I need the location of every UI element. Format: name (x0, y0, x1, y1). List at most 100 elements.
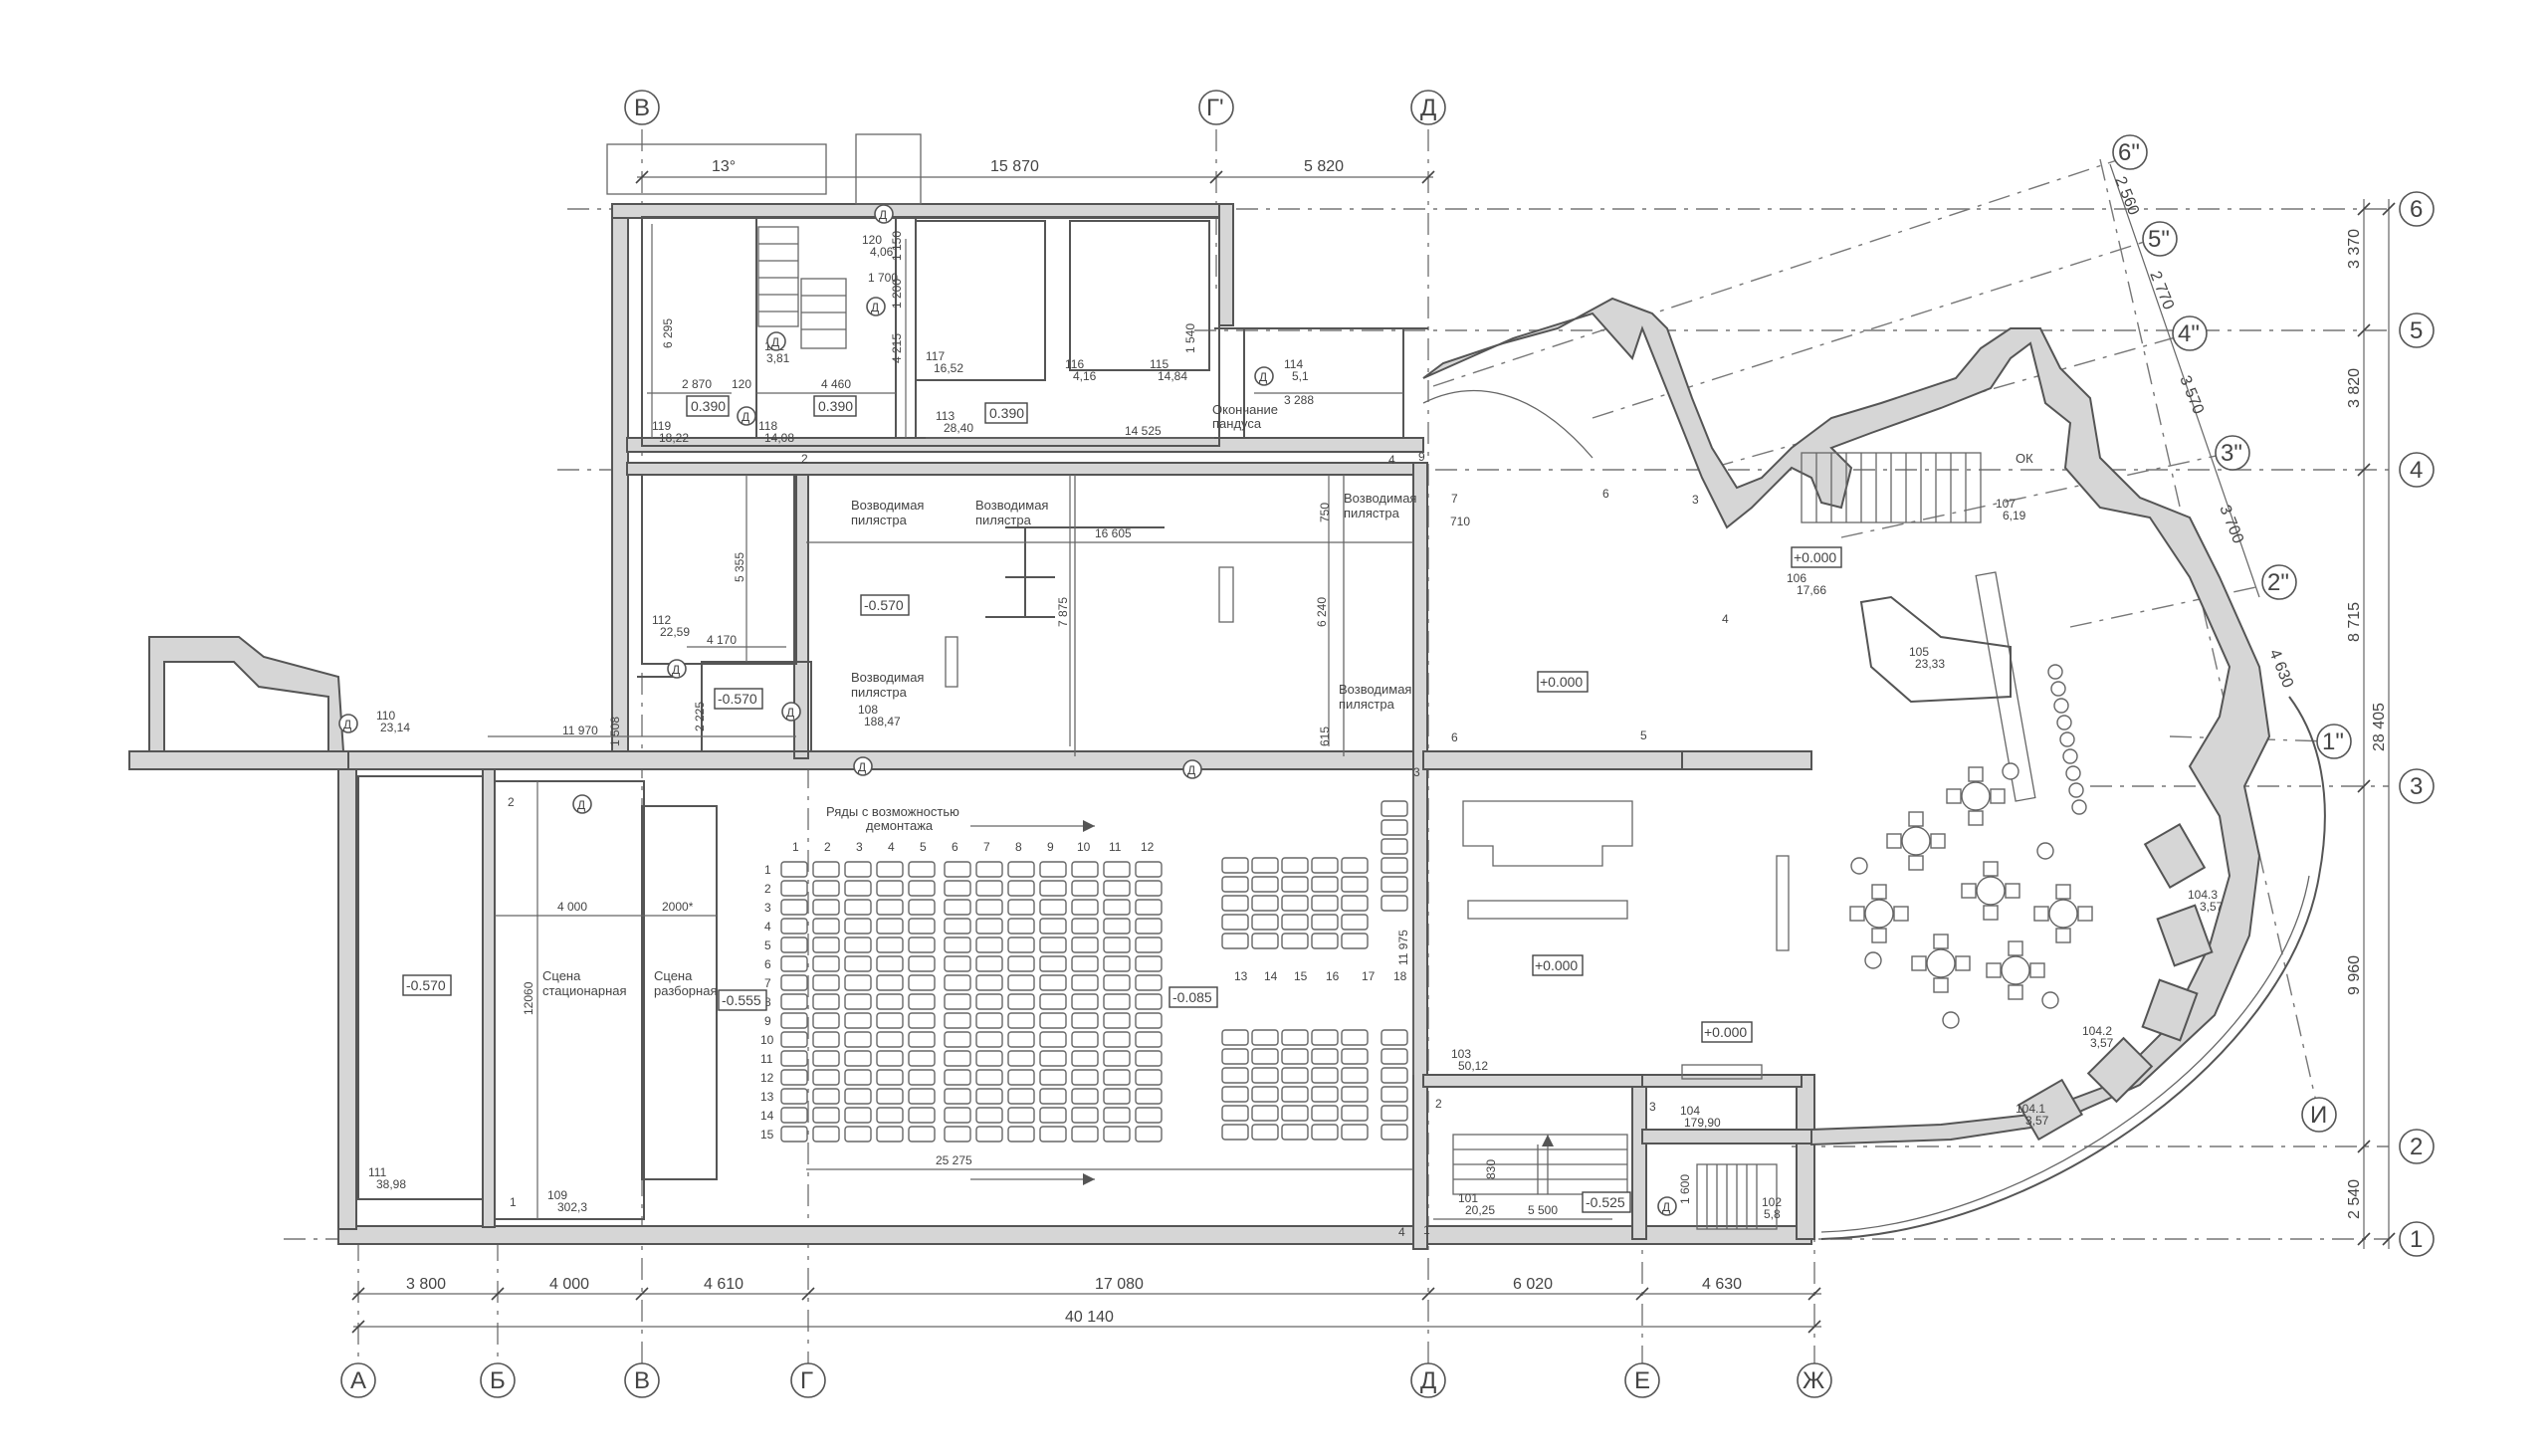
seat (812, 1088, 840, 1105)
seat-side (1251, 895, 1279, 912)
seat-side (1311, 1105, 1339, 1122)
svg-text:Возводимая: Возводимая (975, 498, 1048, 513)
svg-text:14,84: 14,84 (1158, 369, 1187, 383)
dim-16605: 16 605 (1095, 526, 1132, 540)
seat (812, 880, 840, 897)
seat-side (1341, 1067, 1369, 1084)
door-mark: Д (338, 714, 358, 733)
seat (975, 955, 1003, 972)
svg-text:5,1: 5,1 (1292, 369, 1309, 383)
seat (780, 880, 808, 897)
seat (812, 1126, 840, 1143)
seat (1007, 1126, 1035, 1143)
seat-side (1311, 857, 1339, 874)
svg-text:109: 109 (547, 1188, 567, 1202)
seat (1103, 1012, 1131, 1029)
svg-text:Д: Д (1662, 1200, 1670, 1214)
marker-5: 5 (1640, 728, 1647, 742)
dim-830: 830 (1484, 1159, 1498, 1179)
dim-radial-5: 4 630 (2265, 647, 2296, 691)
west-entry-wall (148, 636, 345, 752)
seat-side (1311, 1067, 1339, 1084)
door-mark: Д (766, 331, 786, 351)
axis-bubble-3: 3 (2399, 768, 2435, 804)
dim-6295: 6 295 (661, 318, 675, 348)
seat-row-labels: 1 2 3 4 5 6 7 8 9 10 11 12 13 14 15 (760, 863, 774, 1142)
svg-text:188,47: 188,47 (864, 715, 901, 728)
axis-bubble-1pp: 1" (2316, 724, 2352, 759)
room-105-block (1859, 595, 2012, 704)
seat (876, 1088, 904, 1105)
marker-7: 7 (1451, 492, 1458, 506)
lobby-bench (1681, 1064, 1763, 1080)
seat-side (1251, 857, 1279, 874)
svg-text:104: 104 (1680, 1104, 1700, 1118)
seat (1039, 899, 1067, 916)
dim-615: 615 (1318, 727, 1332, 746)
marker-1: 1 (1423, 1223, 1430, 1237)
seat (1135, 1012, 1163, 1029)
seat (780, 899, 808, 916)
axis-bubbles-bottom: А Б В Г Д Е Ж (340, 1362, 1832, 1398)
seat-side (1221, 914, 1249, 931)
seat-row-9: 9 (764, 1014, 771, 1028)
dim-radial-4: 3 700 (2216, 503, 2246, 546)
seat (908, 861, 936, 878)
dim-3288: 3 288 (1284, 393, 1314, 407)
seat (1135, 1031, 1163, 1048)
seat (975, 918, 1003, 935)
dims-inner: 6 295 2 870 4 460 4 215 1 200 1 150 1 70… (522, 231, 1692, 1217)
axis-bubble-v: В (624, 1362, 660, 1398)
wall-bar-south (1641, 1129, 1822, 1144)
backstage (357, 775, 484, 1200)
seat (944, 955, 971, 972)
svg-text:Д: Д (858, 760, 866, 774)
room-116-block (1069, 220, 1210, 371)
seat (1039, 955, 1067, 972)
svg-text:Сцена: Сцена (542, 968, 581, 983)
auditorium-seats (780, 800, 1408, 1143)
cafe-stool (1864, 951, 1882, 969)
svg-text:5: 5 (2410, 317, 2423, 344)
seat-side (1221, 1086, 1249, 1103)
seat-col-15: 15 (1294, 969, 1308, 983)
seat-side (1341, 857, 1369, 874)
seat (812, 955, 840, 972)
seat (1135, 993, 1163, 1010)
bar-rail (1776, 855, 1790, 951)
seat (876, 1069, 904, 1086)
seat (1071, 993, 1099, 1010)
room-104-2: 104.23,57 (2082, 1024, 2114, 1050)
svg-text:пилястра: пилястра (975, 513, 1032, 527)
seat (844, 1031, 872, 1048)
svg-text:Д: Д (1259, 370, 1267, 384)
svg-text:112: 112 (652, 613, 671, 627)
bar-stool (2059, 731, 2075, 747)
seat (975, 974, 1003, 991)
seat-side (1281, 1067, 1309, 1084)
seat (908, 880, 936, 897)
seat (975, 993, 1003, 1010)
axis-bubble-2: 2 (2399, 1129, 2435, 1164)
axis-bubble-g2-top: Г' (1198, 90, 1234, 125)
seat-row-4: 4 (764, 920, 771, 934)
svg-text:4: 4 (2410, 457, 2423, 484)
dim-bottom-3: 4 610 (704, 1276, 743, 1293)
seat (1071, 880, 1099, 897)
seat (975, 1012, 1003, 1029)
wall-north-east (1218, 203, 1234, 326)
svg-text:115: 115 (1150, 357, 1168, 371)
axis-bubbles-right: 6 5 4 3 2 1 (2399, 191, 2435, 1257)
wall-stair-north (1641, 1074, 1803, 1088)
level-mark-p0000b: +0.000 (1532, 954, 1584, 976)
seat (780, 1050, 808, 1067)
hall-pilasters (945, 475, 1345, 756)
svg-text:119: 119 (652, 419, 671, 433)
seat-side (1380, 819, 1408, 836)
seat-side (1251, 1105, 1279, 1122)
dim-right-2: 3 820 (2346, 368, 2363, 408)
seat (1071, 936, 1099, 953)
axis-bubble-d-top: Д (1410, 90, 1446, 125)
